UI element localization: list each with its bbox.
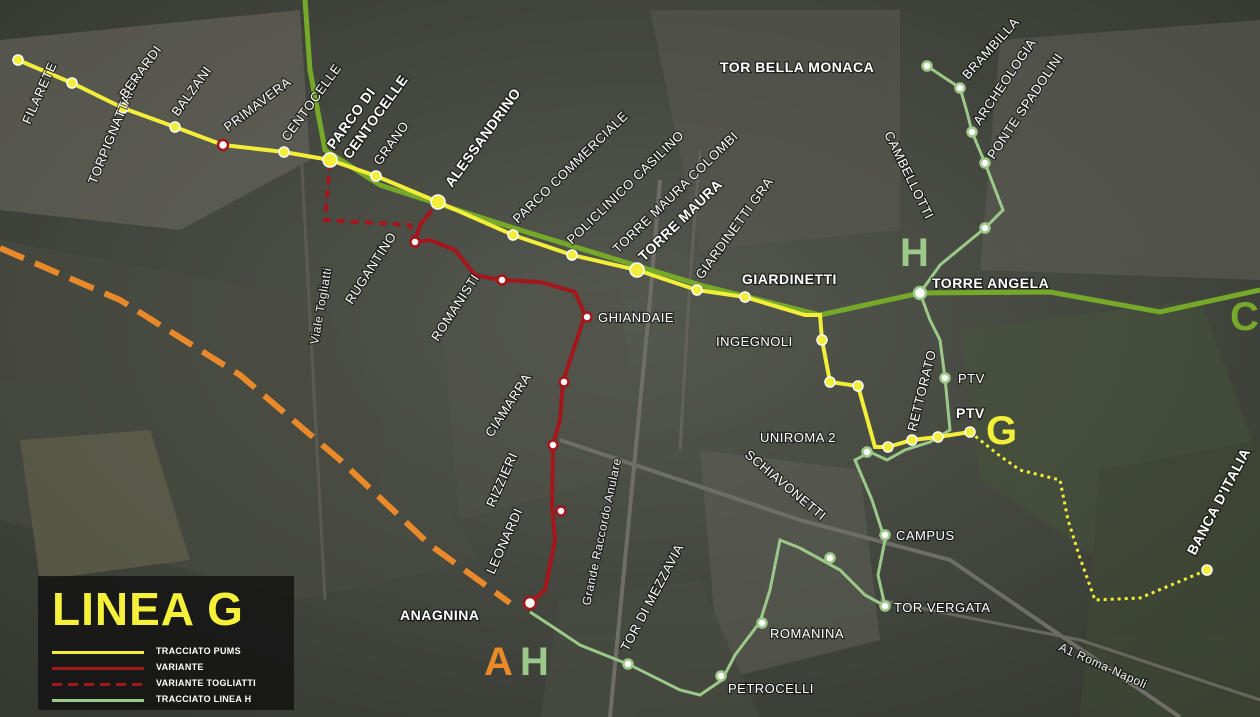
station-giardinetti-gra[interactable] <box>691 284 703 296</box>
label-petrocelli: PETROCELLI <box>728 681 814 696</box>
line-h-letter-bottom: H <box>520 640 549 684</box>
station-policlinico-casilino[interactable] <box>566 249 578 261</box>
station-romanina[interactable] <box>756 617 768 629</box>
station-archeologia[interactable] <box>966 126 978 138</box>
station-uniroma2[interactable] <box>861 446 873 458</box>
label-ghiandaie: GHIANDAIE <box>598 310 674 325</box>
station-anagnina[interactable] <box>522 595 538 611</box>
station-g-mid-2[interactable] <box>852 380 864 392</box>
station-tor-bella-monaca[interactable] <box>921 60 933 72</box>
station-g-mid-3[interactable] <box>882 441 894 453</box>
legend-title: LINEA G <box>52 583 244 635</box>
line-g-letter: G <box>986 409 1017 453</box>
variant-track <box>412 208 588 605</box>
line-a-letter: A <box>484 640 513 684</box>
legend-swatch-pums <box>52 651 144 654</box>
station-schiavonetti[interactable] <box>824 552 836 564</box>
station-ponte-spadolini[interactable] <box>979 157 991 169</box>
line-g-track <box>17 58 971 449</box>
station-parco-commerciale[interactable] <box>507 229 519 241</box>
line-a-track <box>0 245 512 606</box>
legend-swatch-variante-togliatti <box>52 683 144 686</box>
legend-label-linea-h: TRACCIATO LINEA H <box>156 694 252 704</box>
station-g-mid-4[interactable] <box>932 431 944 443</box>
station-cambellotti[interactable] <box>979 222 991 234</box>
legend-swatch-linea-h <box>52 699 144 702</box>
station-torre-angela[interactable] <box>912 285 928 301</box>
line-h-stations[interactable] <box>622 60 991 682</box>
station-berardi[interactable] <box>117 102 129 114</box>
label-torre-angela: TORRE ANGELA <box>932 275 1049 291</box>
station-ciamarra[interactable] <box>558 376 570 388</box>
station-brambilla[interactable] <box>954 82 966 94</box>
station-leonardi[interactable] <box>555 505 567 517</box>
station-g-mid-1[interactable] <box>824 376 836 388</box>
label-tor-bella-monaca: TOR BELLA MONACA <box>720 59 874 75</box>
station-rettorato[interactable] <box>906 434 918 446</box>
station-giardinetti[interactable] <box>739 291 751 303</box>
station-filarete[interactable] <box>12 54 24 66</box>
station-campus[interactable] <box>879 529 891 541</box>
station-balzani[interactable] <box>169 121 181 133</box>
variant-stations[interactable] <box>409 236 593 611</box>
station-tor-vergata[interactable] <box>879 600 891 612</box>
variant-togliatti-track <box>322 161 417 243</box>
line-h-letter-top: H <box>900 231 929 275</box>
legend-label-pums: TRACCIATO PUMS <box>156 646 241 656</box>
label-campus: CAMPUS <box>896 528 955 543</box>
legend-swatch-variante <box>52 667 144 670</box>
station-primavera[interactable] <box>216 138 230 152</box>
line-g-stations[interactable] <box>12 54 1213 576</box>
station-tor-di-mezzavia[interactable] <box>622 658 634 670</box>
label-tor-vergata: TOR VERGATA <box>894 600 991 615</box>
label-uniroma2: UNIROMA 2 <box>760 430 836 445</box>
station-petrocelli[interactable] <box>715 670 727 682</box>
label-ingegnoli: INGEGNOLI <box>716 334 793 349</box>
station-rizzieri[interactable] <box>547 439 559 451</box>
station-rugantino[interactable] <box>409 236 421 248</box>
legend-label-variante: VARIANTE <box>156 662 204 672</box>
station-ingegnoli[interactable] <box>816 334 828 346</box>
terrain-patches <box>0 10 1260 717</box>
legend-item-variante-togliatti: VARIANTE TOGLIATTI <box>52 678 292 690</box>
line-c-track <box>302 0 1260 318</box>
station-grano[interactable] <box>370 170 382 182</box>
legend-item-linea-h: TRACCIATO LINEA H <box>52 694 292 706</box>
line-c-letter: C <box>1230 295 1259 339</box>
legend-item-pums: TRACCIATO PUMS <box>52 646 292 658</box>
station-torpignattara[interactable] <box>66 77 78 89</box>
legend-label-variante-togliatti: VARIANTE TOGLIATTI <box>156 678 256 688</box>
label-giardinetti: GIARDINETTI <box>742 271 837 287</box>
label-ptv-h: PTV <box>958 371 985 386</box>
line-g-extension-track <box>969 430 1208 602</box>
label-romanina: ROMANINA <box>770 626 844 641</box>
station-torre-maura[interactable] <box>629 262 645 278</box>
station-banca-ditalia[interactable] <box>1201 564 1213 576</box>
roads <box>298 129 1260 717</box>
label-anagnina: ANAGNINA <box>400 607 479 623</box>
station-ghiandaie[interactable] <box>581 311 593 323</box>
station-ptv-h[interactable] <box>939 372 951 384</box>
label-ptv-g: PTV <box>956 405 985 421</box>
station-alessandrino[interactable] <box>430 194 446 210</box>
station-centocelle[interactable] <box>278 146 290 158</box>
legend-box: LINEA G TRACCIATO PUMS VARIANTE VARIANTE… <box>38 576 294 710</box>
station-ptv-g[interactable] <box>964 426 976 438</box>
station-parco-di-centocelle[interactable] <box>322 152 338 168</box>
station-romanisti[interactable] <box>496 274 508 286</box>
legend-item-variante: VARIANTE <box>52 662 292 674</box>
